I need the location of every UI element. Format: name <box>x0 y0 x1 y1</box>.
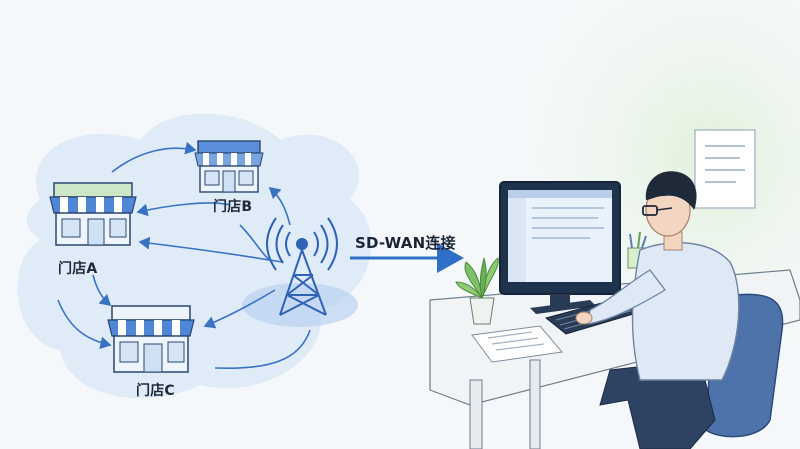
store-c-icon <box>107 305 195 373</box>
store-c-label: 门店C <box>136 383 175 399</box>
desktop-monitor-icon <box>499 181 621 314</box>
desk-papers-icon <box>471 325 563 363</box>
office-scene <box>429 129 800 449</box>
sdwan-connection-label: SD-WAN连接 <box>355 234 456 252</box>
store-b-label: 门店B <box>213 199 253 215</box>
person-at-computer-icon <box>575 171 740 449</box>
store-a-icon <box>49 182 137 246</box>
network-links <box>57 141 311 370</box>
cell-tower-icon <box>266 217 338 316</box>
store-a-label: 门店A <box>58 261 98 277</box>
potted-plant-icon <box>455 257 499 325</box>
wall-note <box>694 129 756 209</box>
store-b-icon <box>194 140 264 193</box>
